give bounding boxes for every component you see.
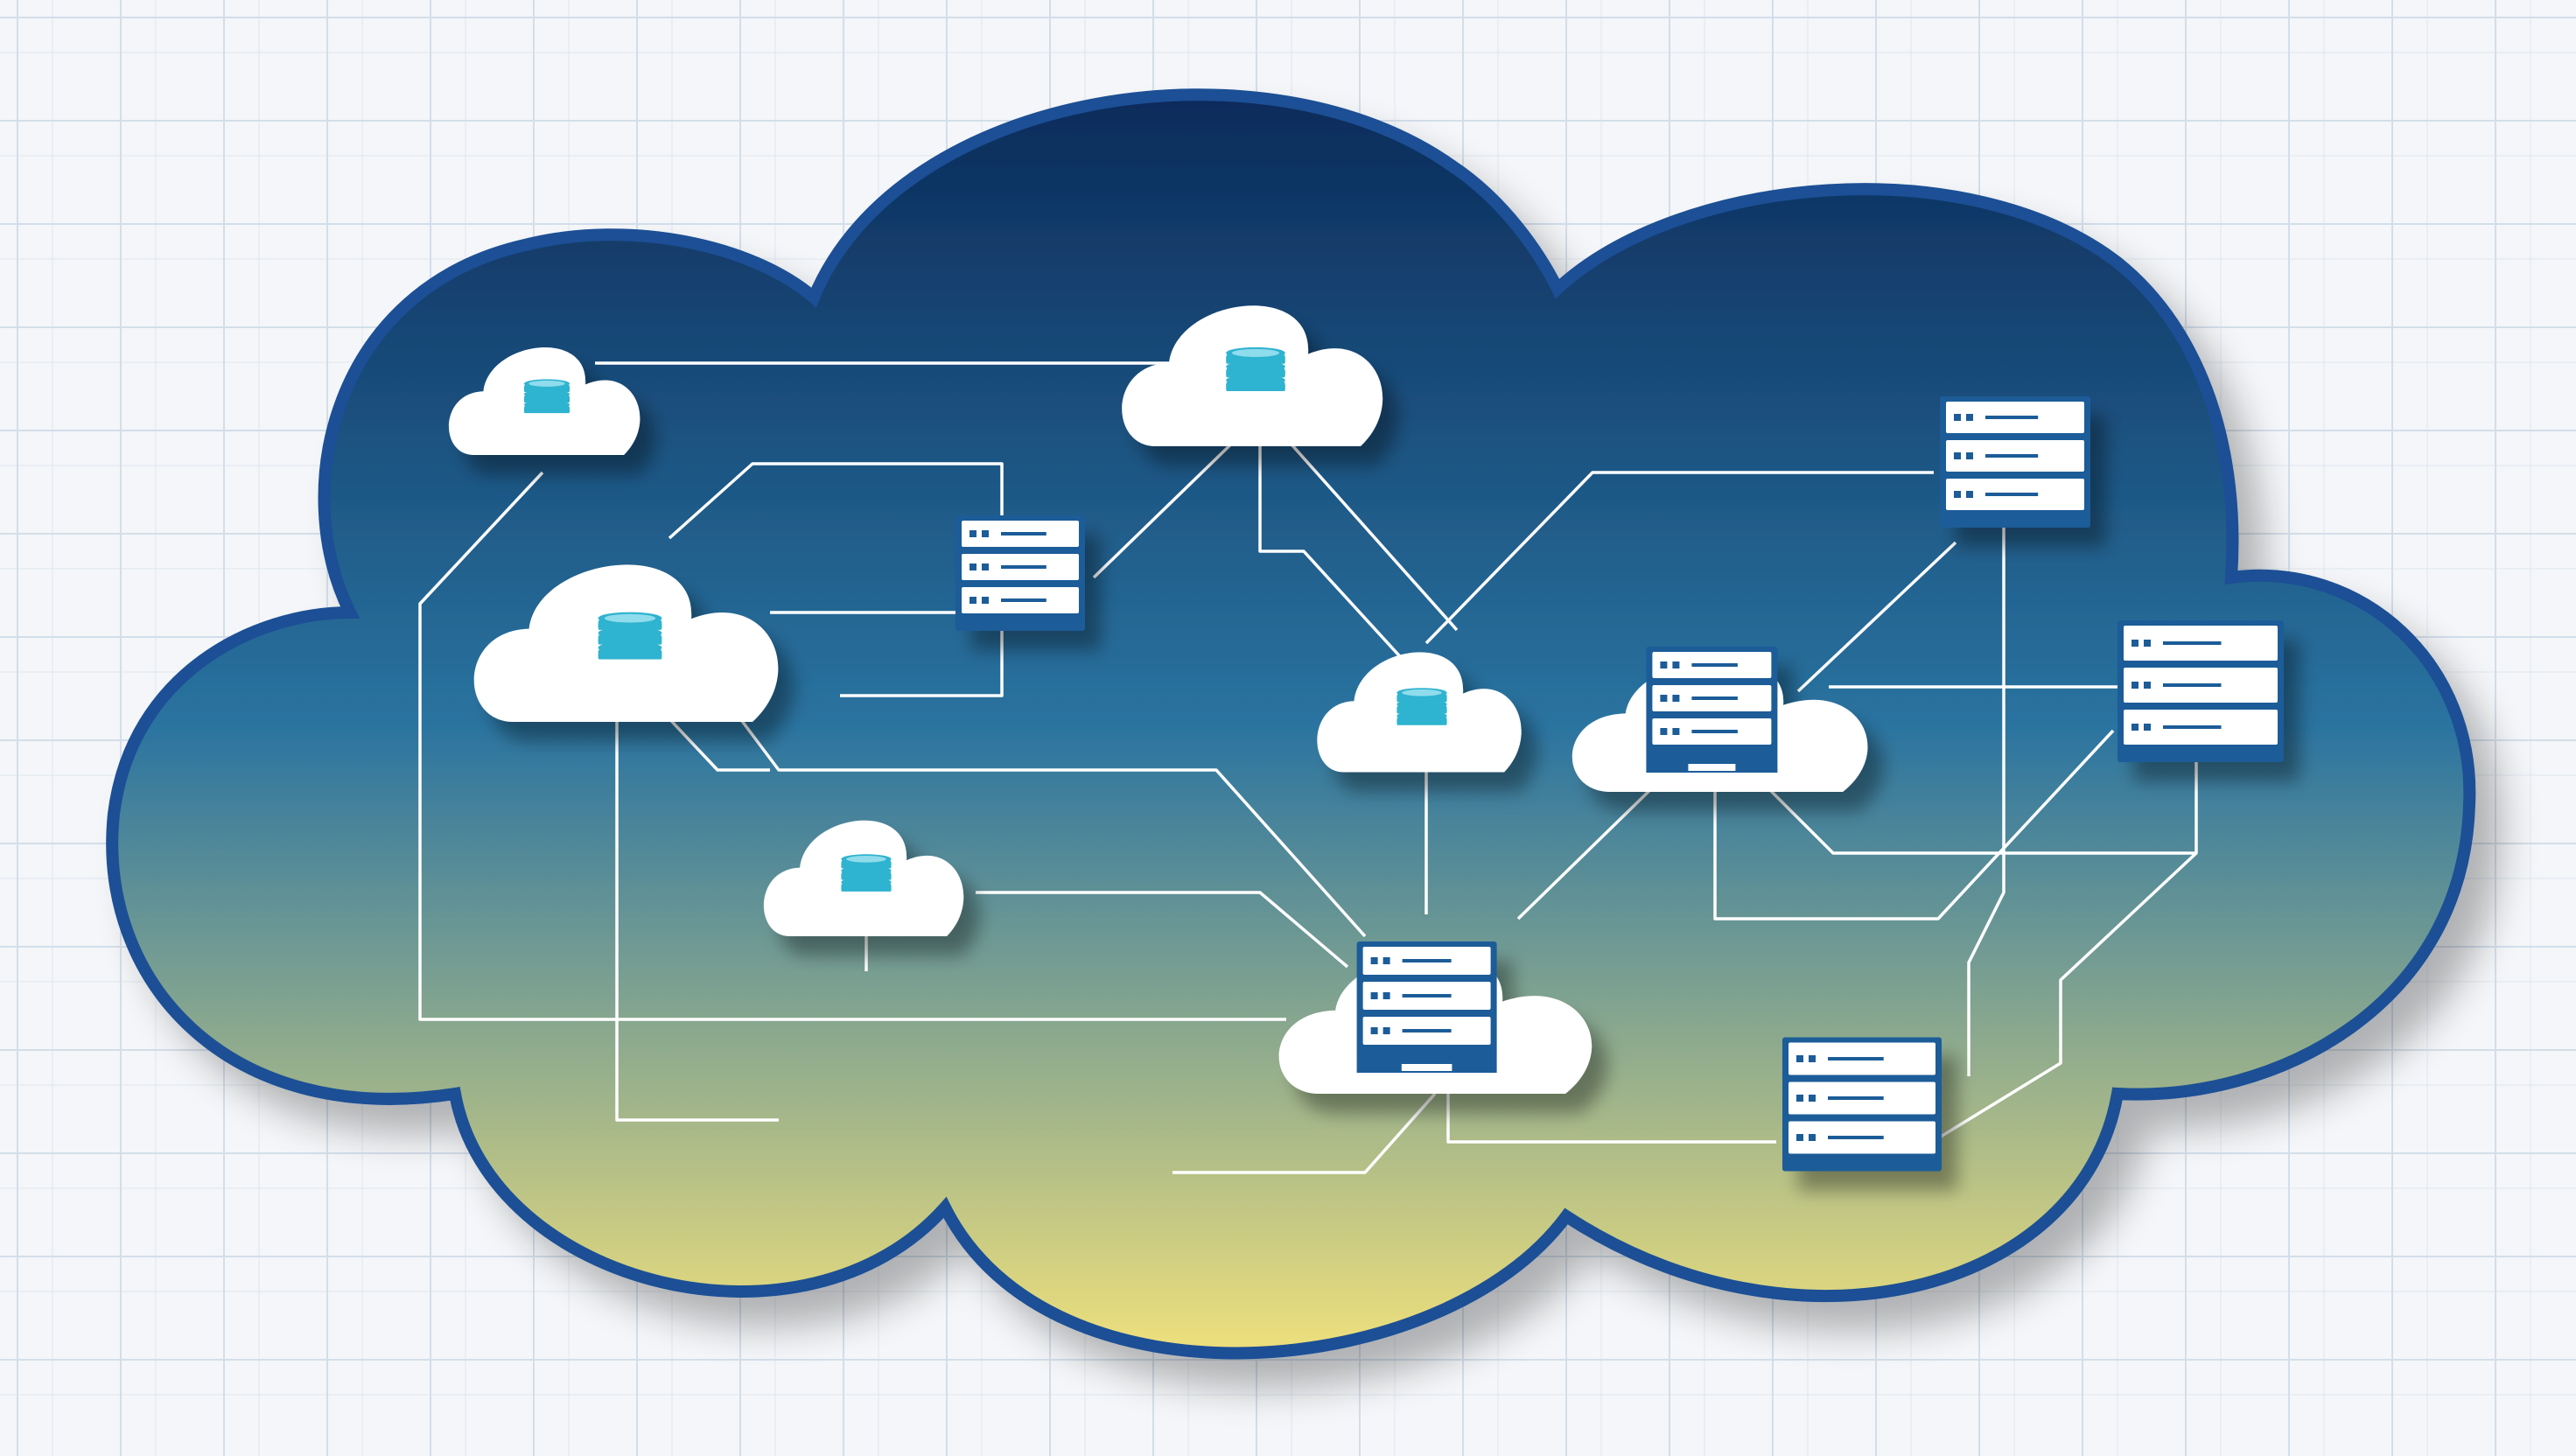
- connector-line: [615, 691, 779, 1122]
- server-rack-icon: [956, 515, 1085, 631]
- database-icon: [841, 854, 892, 894]
- server-rack-icon: [1782, 1037, 1942, 1172]
- server-node: [1940, 396, 2090, 528]
- server-node: [1782, 1037, 1942, 1172]
- server-rack-icon: [2118, 620, 2284, 762]
- storage-node: [1317, 652, 1522, 773]
- storage-node: [763, 820, 964, 936]
- database-icon: [1226, 346, 1285, 395]
- connection-lines: [418, 361, 2198, 1174]
- connector-line: [1172, 1092, 1437, 1174]
- connector-line: [1924, 851, 2198, 1148]
- connector-line: [1258, 433, 1446, 706]
- server-rack-icon: [1940, 396, 2090, 528]
- database-icon: [1396, 688, 1447, 728]
- connector-line: [1967, 516, 2006, 1076]
- compute-node: [1278, 942, 1592, 1094]
- connector-line: [418, 471, 1286, 1021]
- diagram-nodes: [448, 305, 2284, 1172]
- compute-node: [1572, 647, 1868, 792]
- database-icon: [524, 379, 570, 416]
- connector-line: [668, 462, 1004, 697]
- connector-line: [1424, 471, 1934, 645]
- connector-line: [1276, 427, 1459, 632]
- connector-line: [1713, 729, 2115, 920]
- connector-line: [1796, 541, 1957, 693]
- connector-line: [1092, 431, 1244, 579]
- storage-node: [1122, 305, 1383, 446]
- database-icon: [598, 612, 662, 662]
- server-rack-icon: [1646, 647, 1778, 762]
- connector-line: [1766, 761, 2198, 855]
- storage-node: [473, 564, 779, 722]
- connector-line: [976, 891, 1349, 969]
- server-node: [956, 515, 1085, 631]
- server-rack-icon: [1356, 942, 1497, 1062]
- connector-line: [1446, 1089, 1776, 1144]
- storage-node: [448, 347, 640, 455]
- server-node: [2118, 620, 2284, 762]
- connector-line: [724, 698, 1367, 938]
